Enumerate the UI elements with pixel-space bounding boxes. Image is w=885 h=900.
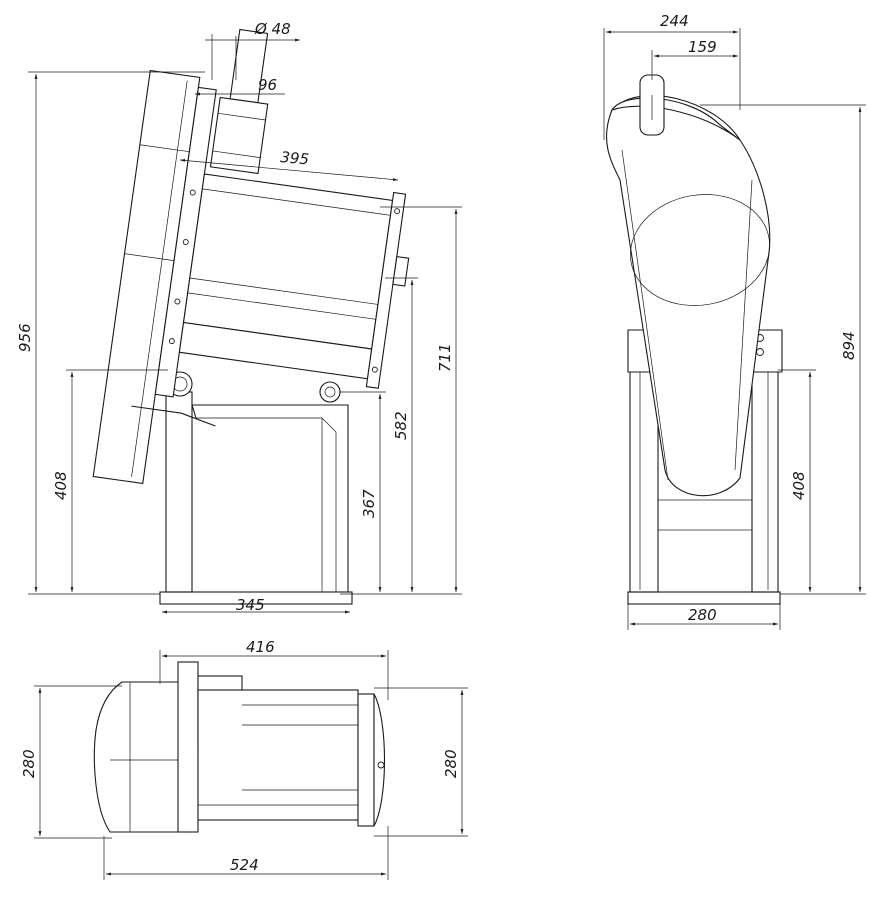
dim-367: 367 xyxy=(360,489,378,518)
top-housing xyxy=(93,681,186,833)
dim-280-top-left: 280 xyxy=(20,749,38,778)
dim-956: 956 xyxy=(16,323,34,352)
dim-416: 416 xyxy=(246,638,275,656)
front-drum-body xyxy=(605,95,771,497)
dim-408-side: 408 xyxy=(52,471,70,500)
top-dimensions: 416 280 280 524 xyxy=(20,638,468,880)
dim-582: 582 xyxy=(392,411,410,440)
support-frame xyxy=(165,391,349,593)
side-dimensions: 956 408 Ø 48 96 395 711 582 xyxy=(16,20,462,614)
dim-345: 345 xyxy=(236,596,265,614)
dim-711: 711 xyxy=(436,343,454,372)
pivot-circle-right xyxy=(319,381,341,403)
front-dimensions: 244 159 894 408 280 xyxy=(603,12,866,630)
top-view: 416 280 280 524 xyxy=(20,638,468,880)
dim-280-top-right: 280 xyxy=(442,749,460,778)
dim-244: 244 xyxy=(660,12,689,30)
front-view: 244 159 894 408 280 xyxy=(603,12,866,630)
dim-894: 894 xyxy=(840,331,858,360)
dim-408-front: 408 xyxy=(790,471,808,500)
tilted-drum-body xyxy=(92,28,410,485)
dim-395: 395 xyxy=(280,148,310,168)
dim-280-front: 280 xyxy=(688,606,717,624)
dim-pipe-diameter: Ø 48 xyxy=(254,20,291,38)
side-view: 956 408 Ø 48 96 395 711 582 xyxy=(16,20,462,614)
dim-96: 96 xyxy=(258,76,277,94)
dim-524: 524 xyxy=(230,856,259,874)
base-plate xyxy=(159,591,353,605)
dim-159: 159 xyxy=(688,38,717,56)
front-base-plate xyxy=(627,591,781,605)
